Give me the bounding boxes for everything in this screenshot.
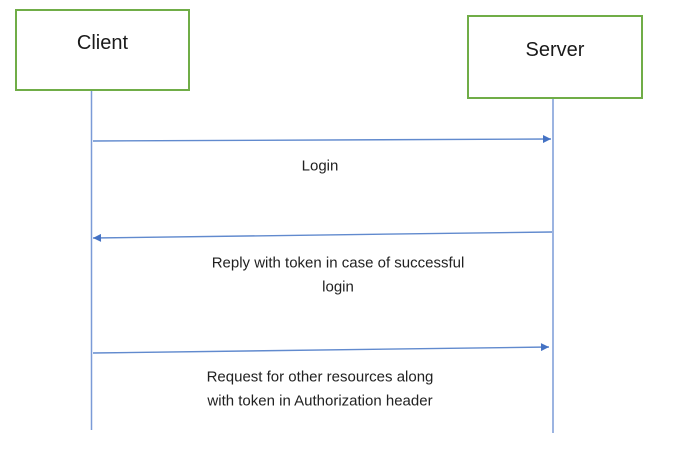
actor-label-server: Server bbox=[525, 38, 585, 61]
actor-box-server: Server bbox=[467, 15, 643, 99]
actor-box-client: Client bbox=[15, 9, 190, 91]
message-label-reply-line-1: Reply with token in case of successful bbox=[211, 254, 465, 272]
message-label-request-line-1: Request for other resources along bbox=[206, 368, 434, 386]
message-arrow-request-resources bbox=[92, 343, 550, 354]
actor-label-client: Client bbox=[76, 31, 129, 54]
message-label-login: Login bbox=[301, 157, 339, 175]
message-arrow-login bbox=[92, 135, 552, 144]
message-label-request-line-2: with token in Authorization header bbox=[207, 392, 433, 410]
message-label-reply-line-2: login bbox=[322, 278, 354, 296]
message-arrow-reply-token bbox=[92, 231, 553, 242]
